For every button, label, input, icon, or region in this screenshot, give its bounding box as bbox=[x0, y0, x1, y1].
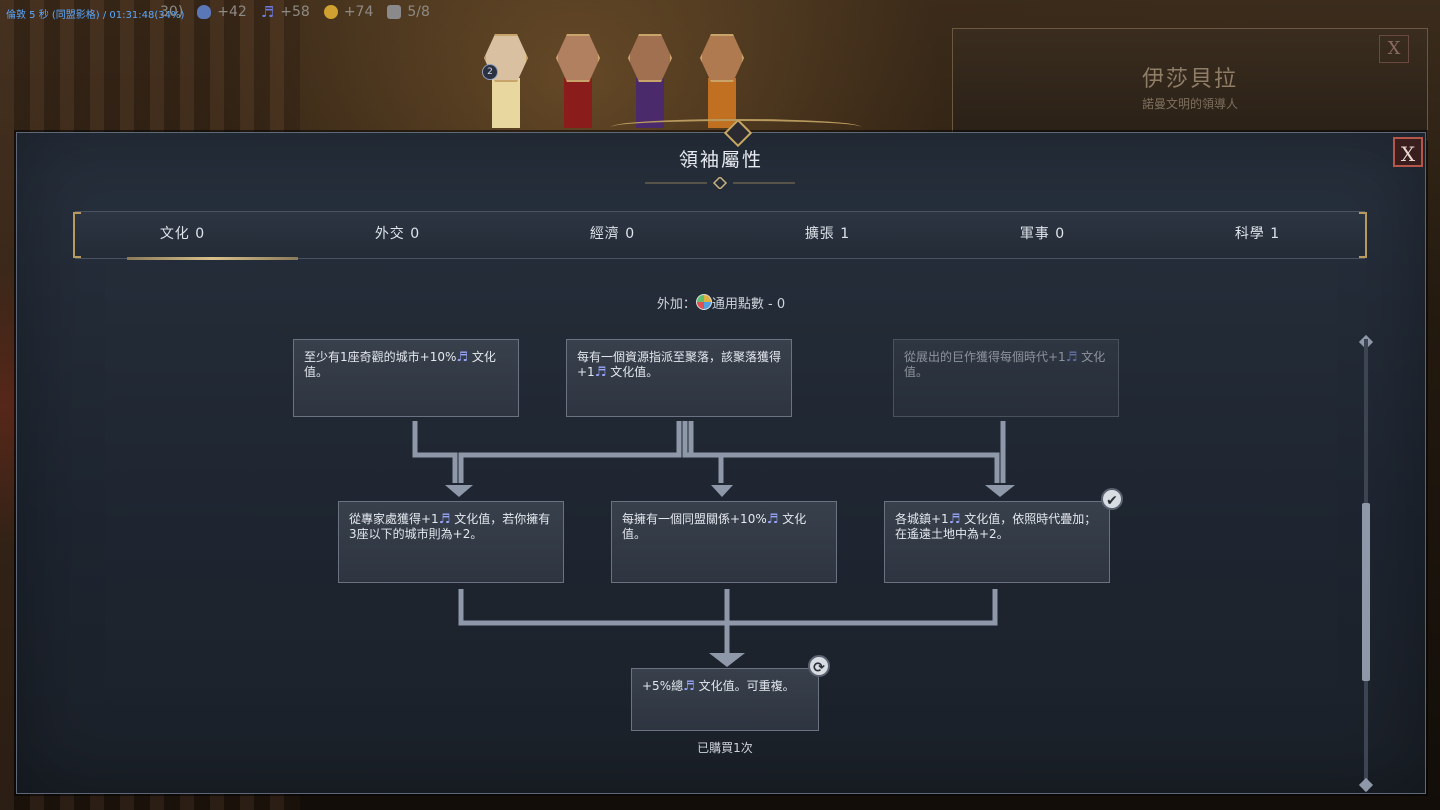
background-close-button[interactable]: X bbox=[1379, 35, 1409, 63]
leader-subtitle: 諾曼文明的領導人 bbox=[1141, 97, 1238, 111]
perk-wonder-cities[interactable]: 至少有1座奇觀的城市+10%♬ 文化值。 bbox=[293, 339, 519, 417]
culture-icon: ♬ bbox=[683, 679, 695, 694]
resource-influence[interactable]: +42 bbox=[197, 4, 247, 20]
purchased-count: 已購買1次 bbox=[697, 741, 753, 755]
tab-bracket-right bbox=[1359, 212, 1367, 258]
perk-text-suffix: 文化值，依照時代疊加；在遙遠土地中為+2。 bbox=[895, 512, 1097, 541]
perk-text-suffix: 文化值。 bbox=[622, 512, 807, 541]
universal-points-icon bbox=[695, 294, 712, 310]
tab-science[interactable]: 科學 1 bbox=[1234, 226, 1281, 242]
close-button[interactable]: X bbox=[1393, 137, 1423, 167]
debug-overlay: 倫敦 5 秒 (同盟影格) / 01:31:48(34%) bbox=[6, 10, 185, 21]
resource-partial-value: 30) bbox=[160, 4, 184, 20]
culture-icon: ♬ bbox=[766, 512, 779, 527]
leader-portrait-1[interactable]: 2 bbox=[480, 34, 532, 128]
leader-portrait-4[interactable] bbox=[696, 34, 748, 128]
leader-banner bbox=[492, 78, 520, 128]
tab-diplomacy[interactable]: 外交 0 bbox=[374, 226, 421, 242]
perk-text: 每擁有一個同盟關係+10% bbox=[622, 512, 767, 526]
perk-text: 從展出的巨作獲得每個時代+1 bbox=[904, 350, 1066, 364]
resource-cities[interactable]: 5/8 bbox=[387, 4, 430, 20]
resource-culture[interactable]: ♬ +58 bbox=[261, 3, 310, 21]
tab-culture[interactable]: 文化 0 bbox=[75, 212, 298, 260]
leader-portrait-3[interactable] bbox=[624, 34, 676, 128]
resource-partial: 30) bbox=[160, 4, 183, 20]
resource-bar: 30) +42 ♬ +58 +74 5/8 bbox=[160, 2, 430, 22]
leader-face bbox=[628, 34, 672, 82]
perk-text-suffix: 文化值。可重複。 bbox=[698, 679, 795, 693]
perk-great-works[interactable]: 從展出的巨作獲得每個時代+1♬ 文化值。 bbox=[893, 339, 1119, 417]
perk-text-suffix: 文化值。 bbox=[610, 365, 659, 379]
tab-expansion[interactable]: 擴張 1 bbox=[804, 226, 851, 242]
perk-towns[interactable]: 各城鎮+1♬ 文化值，依照時代疊加；在遙遠土地中為+2。 ✔ bbox=[884, 488, 1123, 583]
perk-resource-settlement[interactable]: 每有一個資源指派至聚落，該聚落獲得+1♬ 文化值。 bbox=[566, 339, 792, 417]
gold-icon bbox=[323, 5, 338, 19]
perk-text: 每有一個資源指派至聚落，該聚落獲得+1 bbox=[577, 350, 782, 379]
leader-attributes-panel: 領袖屬性 X 文化 0 外交 0 經濟 0 擴張 1 軍事 0 科學 1 外加：… bbox=[16, 118, 1426, 794]
perk-specialists[interactable]: 從專家處獲得+1♬ 文化值，若你擁有3座以下的城市則為+2。 bbox=[338, 501, 564, 583]
perk-text: 從專家處獲得+1 bbox=[349, 512, 439, 526]
background-leader-panel: 伊莎貝拉 諾曼文明的領導人 X bbox=[952, 28, 1428, 140]
bonus-label: 通用點數 - 0 bbox=[711, 297, 786, 312]
leader-face bbox=[700, 34, 744, 82]
leader-name: 伊莎貝拉 bbox=[1141, 67, 1238, 92]
city-icon bbox=[387, 5, 402, 19]
bonus-points-line: 外加： 通用點數 - 0 bbox=[17, 293, 1425, 312]
culture-icon: ♬ bbox=[456, 350, 469, 365]
leader-portraits: 2 bbox=[480, 34, 748, 128]
bonus-prefix: 外加： bbox=[656, 297, 696, 312]
leader-face bbox=[556, 34, 600, 82]
culture-icon: ♬ bbox=[438, 512, 451, 527]
panel-title: 領袖屬性 bbox=[678, 149, 763, 171]
culture-icon: ♬ bbox=[260, 3, 275, 21]
purchased-check-icon: ✔ bbox=[1101, 488, 1123, 510]
culture-icon: ♬ bbox=[948, 512, 961, 527]
resource-cities-value: 5/8 bbox=[407, 4, 430, 20]
repeatable-icon: ⟳ bbox=[808, 655, 830, 677]
perk-text-suffix: 文化值。 bbox=[904, 350, 1106, 379]
influence-icon bbox=[197, 5, 212, 19]
title-divider-ornament bbox=[645, 177, 795, 189]
resource-gold[interactable]: +74 bbox=[323, 4, 374, 20]
category-tabs: 文化 0 外交 0 經濟 0 擴張 1 軍事 0 科學 1 bbox=[73, 211, 1367, 260]
scroll-bottom-cap-icon bbox=[1358, 777, 1374, 793]
leader-banner bbox=[564, 78, 592, 128]
perk-total-culture-repeatable[interactable]: +5%總♬ 文化值。可重複。 ⟳ bbox=[631, 655, 830, 731]
tab-military[interactable]: 軍事 0 bbox=[1019, 226, 1066, 242]
resource-gold-value: +74 bbox=[343, 4, 374, 20]
resource-influence-value: +42 bbox=[217, 4, 247, 20]
perk-text: 各城鎮+1 bbox=[895, 512, 949, 526]
scrollbar-thumb[interactable] bbox=[1362, 503, 1370, 681]
resource-culture-value: +58 bbox=[280, 4, 310, 20]
perk-text-suffix: 文化值。 bbox=[304, 350, 496, 379]
tab-economy[interactable]: 經濟 0 bbox=[589, 226, 636, 242]
culture-icon: ♬ bbox=[1065, 350, 1078, 365]
tab-bracket-left bbox=[73, 212, 81, 258]
leader-portrait-2[interactable] bbox=[552, 34, 604, 128]
leader-level-badge: 2 bbox=[482, 64, 498, 80]
perk-text: 至少有1座奇觀的城市+10% bbox=[304, 350, 457, 364]
culture-icon: ♬ bbox=[594, 365, 607, 380]
perk-text: +5%總 bbox=[642, 679, 684, 693]
perk-alliances[interactable]: 每擁有一個同盟關係+10%♬ 文化值。 bbox=[611, 501, 837, 583]
perk-text-suffix: 文化值，若你擁有3座以下的城市則為+2。 bbox=[349, 512, 551, 541]
